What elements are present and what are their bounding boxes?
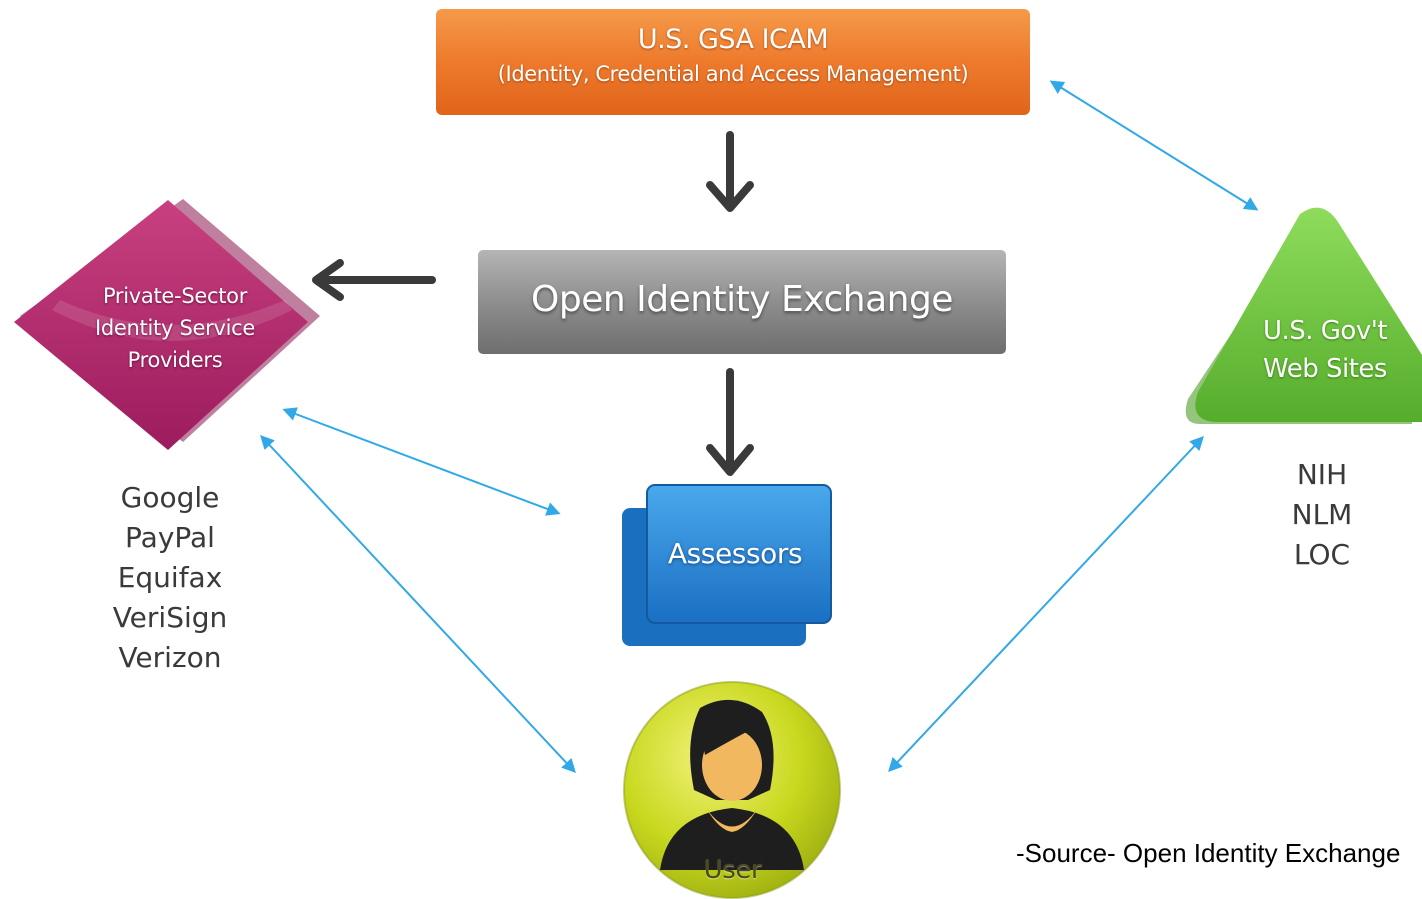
provider-example: VeriSign bbox=[112, 601, 228, 634]
link-icam-gov bbox=[1049, 80, 1259, 211]
assessors-box bbox=[622, 484, 832, 646]
user-icon bbox=[660, 699, 804, 870]
user-label: User bbox=[703, 855, 762, 885]
provider-example: Verizon bbox=[118, 641, 222, 674]
gov-example: LOC bbox=[1293, 538, 1351, 571]
gov-sites-line: U.S. Gov't bbox=[1262, 316, 1388, 346]
gov-sites-triangle bbox=[1185, 207, 1422, 424]
assessors-label: Assessors bbox=[667, 537, 803, 570]
gov-examples-list: NIH NLM LOC bbox=[1262, 455, 1382, 575]
icam-title: U.S. GSA ICAM bbox=[637, 24, 829, 55]
private-sector-line: Identity Service bbox=[95, 316, 255, 340]
flow-arrow-oix-to-assessors bbox=[706, 368, 754, 476]
oix-label: Open Identity Exchange bbox=[531, 279, 953, 320]
private-sector-label: Private-Sector Identity Service Provider… bbox=[40, 280, 310, 376]
provider-examples-list: Google PayPal Equifax VeriSign Verizon bbox=[80, 478, 260, 678]
flow-arrow-oix-to-private bbox=[312, 259, 436, 301]
private-sector-line: Private-Sector bbox=[102, 284, 248, 308]
icam-subtitle: (Identity, Credential and Access Managem… bbox=[497, 62, 969, 86]
icam-box bbox=[436, 9, 1030, 115]
link-private-assessors bbox=[282, 407, 561, 516]
private-sector-diamond bbox=[14, 199, 320, 450]
link-private-user bbox=[260, 434, 576, 774]
provider-example: Google bbox=[120, 481, 220, 514]
flow-arrow-icam-to-oix bbox=[706, 131, 754, 212]
oix-box bbox=[478, 250, 1006, 354]
link-user-gov bbox=[888, 435, 1204, 773]
source-note: -Source- Open Identity Exchange bbox=[1016, 838, 1401, 868]
provider-example: Equifax bbox=[117, 561, 223, 594]
provider-example: PayPal bbox=[125, 521, 215, 554]
private-sector-line: Providers bbox=[127, 348, 223, 372]
gov-example: NLM bbox=[1291, 498, 1353, 531]
gov-sites-label: U.S. Gov't Web Sites bbox=[1220, 312, 1422, 388]
gov-sites-line: Web Sites bbox=[1263, 354, 1387, 384]
gov-example: NIH bbox=[1296, 458, 1348, 491]
